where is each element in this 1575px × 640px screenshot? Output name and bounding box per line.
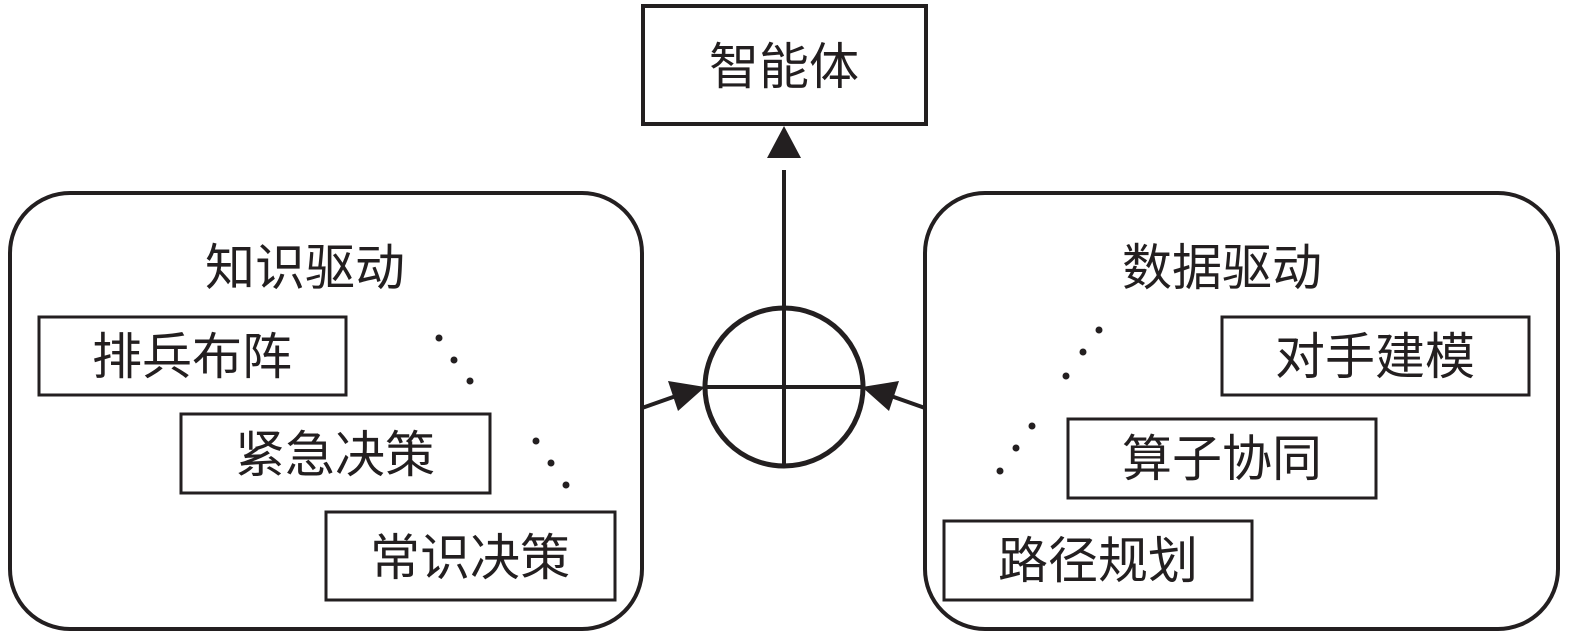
circled-plus-icon (702, 305, 866, 469)
agent-node: 智能体 (641, 4, 928, 126)
svg-text:常识决策: 常识决策 (370, 529, 570, 587)
knowledge-driven-title: 知识驱动 (205, 239, 405, 297)
arrow-from-data (862, 381, 926, 411)
arrow-to-agent (767, 126, 801, 310)
ellipsis-dots-right-1 (1062, 326, 1103, 380)
knowledge-driven-group: 知识驱动 排兵布阵 紧急决策 常识决策 (8, 191, 644, 631)
svg-text:对手建模: 对手建模 (1275, 328, 1475, 386)
knowledge-item-2: 紧急决策 (179, 412, 492, 495)
ellipsis-dots-left-2 (532, 437, 570, 489)
svg-text:紧急决策: 紧急决策 (235, 426, 435, 484)
data-driven-title: 数据驱动 (1122, 239, 1322, 297)
data-driven-group: 数据驱动 对手建模 算子协同 路径规划 (923, 191, 1560, 631)
agent-label: 智能体 (709, 38, 859, 96)
data-item-3: 路径规划 (942, 519, 1254, 602)
knowledge-item-1: 排兵布阵 (37, 315, 348, 397)
data-item-1: 对手建模 (1220, 315, 1531, 397)
ellipsis-dots-right-2 (996, 422, 1036, 475)
arrow-from-knowledge (641, 381, 705, 411)
svg-text:路径规划: 路径规划 (998, 532, 1198, 590)
knowledge-item-3: 常识决策 (324, 510, 617, 602)
svg-text:排兵布阵: 排兵布阵 (92, 328, 292, 386)
data-item-2: 算子协同 (1066, 417, 1378, 500)
ellipsis-dots-left-1 (435, 334, 474, 385)
svg-text:算子协同: 算子协同 (1122, 430, 1322, 488)
